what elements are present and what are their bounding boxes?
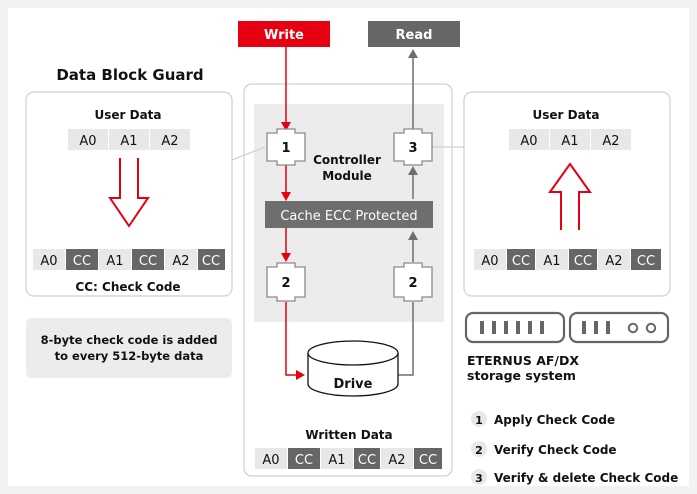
- write-flow-arrowhead: [281, 253, 291, 262]
- read-flow-line: [398, 302, 414, 376]
- check-code-label: CC: [295, 453, 313, 468]
- guarded-block-label: A1: [543, 254, 560, 269]
- left-block-a2-bg: [150, 129, 190, 150]
- left-block-label: A0: [79, 134, 96, 149]
- storage-unit-icon: [464, 311, 566, 344]
- node-2-label: 2: [281, 276, 290, 291]
- right-guarded-blocks: A0 CC A1 CC A2 CC: [474, 249, 661, 270]
- node-2-shape: [393, 262, 433, 302]
- written-data-heading: Written Data: [305, 428, 392, 442]
- write-label: Write: [264, 28, 304, 43]
- read-button: [368, 21, 460, 47]
- check-code-label: CC: [202, 254, 220, 269]
- left-guarded-blocks: A0 CC A1 CC A2 CC: [33, 249, 225, 270]
- write-flow-line: [285, 302, 300, 376]
- up-arrow-icon: [548, 162, 592, 230]
- controller-unit-icon: [568, 311, 670, 344]
- drive-icon: Drive: [307, 340, 399, 397]
- check-code-label: CC: [358, 453, 376, 468]
- down-arrow-icon: [108, 158, 150, 228]
- write-flow-arrowhead: [281, 192, 291, 201]
- legend-badge: [471, 411, 487, 427]
- note-box: [26, 318, 232, 378]
- read-flow-arrowhead: [408, 49, 418, 58]
- legend: 1 Apply Check Code 2 Verify Check Code 3…: [471, 411, 678, 485]
- right-block-label: A0: [520, 134, 537, 149]
- right-block-label: A1: [561, 134, 578, 149]
- left-block-a1-bg: [109, 129, 149, 150]
- check-code-label: CC: [574, 254, 592, 269]
- written-block-label: A2: [388, 453, 405, 468]
- note-line-1: 8-byte check code is added: [41, 333, 218, 347]
- guarded-block-label: A2: [605, 254, 622, 269]
- written-block-label: A0: [262, 453, 279, 468]
- written-block-label: A1: [328, 453, 345, 468]
- left-connector-line: [231, 146, 266, 161]
- node-1: 1: [266, 128, 306, 166]
- guarded-block-label: A0: [40, 254, 57, 269]
- read-label: Read: [396, 28, 433, 43]
- left-user-data-blocks: A0 A1 A2: [68, 129, 190, 150]
- cache-ecc-bar: [265, 201, 433, 228]
- guarded-block-label: A2: [172, 254, 189, 269]
- system-name-line-2: storage system: [467, 368, 576, 383]
- legend-label: Apply Check Code: [494, 413, 615, 427]
- node-3: 3: [393, 128, 433, 166]
- read-flow-arrowhead: [408, 231, 418, 240]
- write-button: [238, 21, 330, 47]
- note-line-2: to every 512-byte data: [55, 349, 204, 363]
- legend-badge: [471, 441, 487, 457]
- cache-ecc-label: Cache ECC Protected: [280, 209, 417, 224]
- system-name-line-1: ETERNUS AF/DX: [467, 353, 579, 368]
- controller-label-1: Controller: [313, 153, 381, 167]
- left-block-label: A2: [161, 134, 178, 149]
- written-data-blocks: A0 CC A1 CC A2 CC: [255, 448, 442, 469]
- node-2-shape: [266, 262, 306, 302]
- write-flow-arrowhead: [296, 370, 305, 380]
- check-code-label: CC: [73, 254, 91, 269]
- guarded-block-label: A0: [481, 254, 498, 269]
- controller-label-2: Module: [322, 169, 372, 183]
- guarded-block-label: A1: [106, 254, 123, 269]
- node-3-shape: [393, 128, 433, 166]
- node-1-shape: [266, 128, 306, 166]
- node-2-write: 2: [266, 262, 306, 302]
- drive-label: Drive: [334, 377, 373, 392]
- check-code-label: CC: [139, 254, 157, 269]
- right-panel-heading: User Data: [532, 108, 599, 122]
- node-2-read: 2: [393, 262, 433, 302]
- write-flow-arrowhead: [281, 122, 291, 131]
- legend-number: 3: [475, 472, 483, 485]
- legend-badge: [471, 469, 487, 485]
- legend-label: Verify Check Code: [494, 443, 617, 457]
- read-flow-arrowhead: [408, 166, 418, 175]
- legend-number: 2: [475, 444, 483, 457]
- left-panel-heading: User Data: [94, 108, 161, 122]
- legend-number: 1: [475, 414, 483, 427]
- check-code-label: CC: [512, 254, 530, 269]
- right-block-label: A2: [602, 134, 619, 149]
- check-code-label: CC: [419, 453, 437, 468]
- check-code-caption: CC: Check Code: [75, 280, 180, 294]
- check-code-label: CC: [637, 254, 655, 269]
- left-block-label: A1: [120, 134, 137, 149]
- node-3-label: 3: [408, 141, 417, 156]
- storage-system-icon: [464, 311, 670, 344]
- node-1-label: 1: [281, 141, 290, 156]
- diagram-title: Data Block Guard: [56, 66, 203, 84]
- legend-label: Verify & delete Check Code: [494, 471, 678, 485]
- left-block-a0-bg: [68, 129, 108, 150]
- right-user-data-blocks: A0 A1 A2: [509, 129, 631, 150]
- node-2-label: 2: [408, 276, 417, 291]
